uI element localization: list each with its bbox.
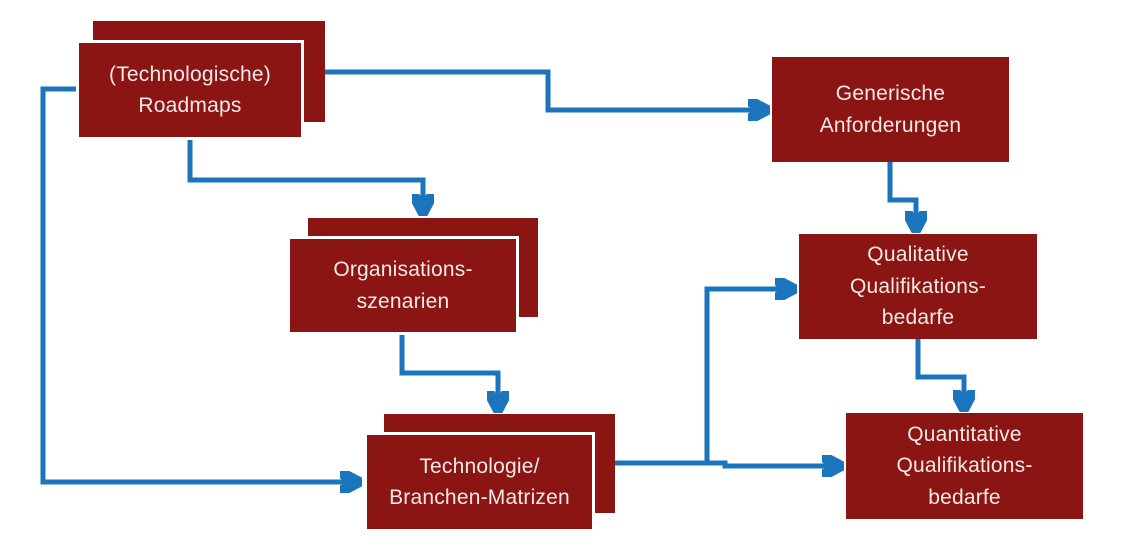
node-qualitative-qualifikationsbedarfe: Qualitative Qualifikations- bedarfe: [799, 234, 1037, 339]
node-roadmaps-label: (Technologische) Roadmaps: [109, 62, 271, 118]
arrow-organisationsszenarien-to-matrizen: [399, 335, 498, 409]
arrow-qualitative-to-quantitative: [915, 339, 964, 408]
arrow-matrizen-to-quantitative: [615, 463, 840, 466]
node-matrizen: Technologie/ Branchen-Matrizen: [364, 432, 595, 532]
arrow-roadmaps-to-organisationsszenarien: [187, 140, 423, 212]
node-quantitative-qualifikationsbedarfe-label: Quantitative Qualifikations- bedarfe: [896, 422, 1033, 509]
node-matrizen-label: Technologie/ Branchen-Matrizen: [389, 454, 570, 510]
arrow-matrizen-to-qualitative: [704, 289, 793, 463]
node-qualitative-qualifikationsbedarfe-label: Qualitative Qualifikations- bedarfe: [849, 243, 987, 330]
node-generische-anforderungen-label: Generische Anforderungen: [819, 82, 962, 137]
node-organisationsszenarien-label: Organisations- szenarien: [333, 258, 473, 313]
node-roadmaps: (Technologische) Roadmaps: [76, 40, 304, 140]
arrow-generische-to-qualitative: [887, 162, 916, 229]
arrow-roadmaps-to-matrizen: [40, 86, 358, 482]
arrow-roadmaps-to-generische: [325, 69, 766, 110]
node-organisationsszenarien: Organisations- szenarien: [287, 236, 519, 335]
node-generische-anforderungen: Generische Anforderungen: [772, 57, 1009, 162]
node-quantitative-qualifikationsbedarfe: Quantitative Qualifikations- bedarfe: [846, 413, 1083, 519]
